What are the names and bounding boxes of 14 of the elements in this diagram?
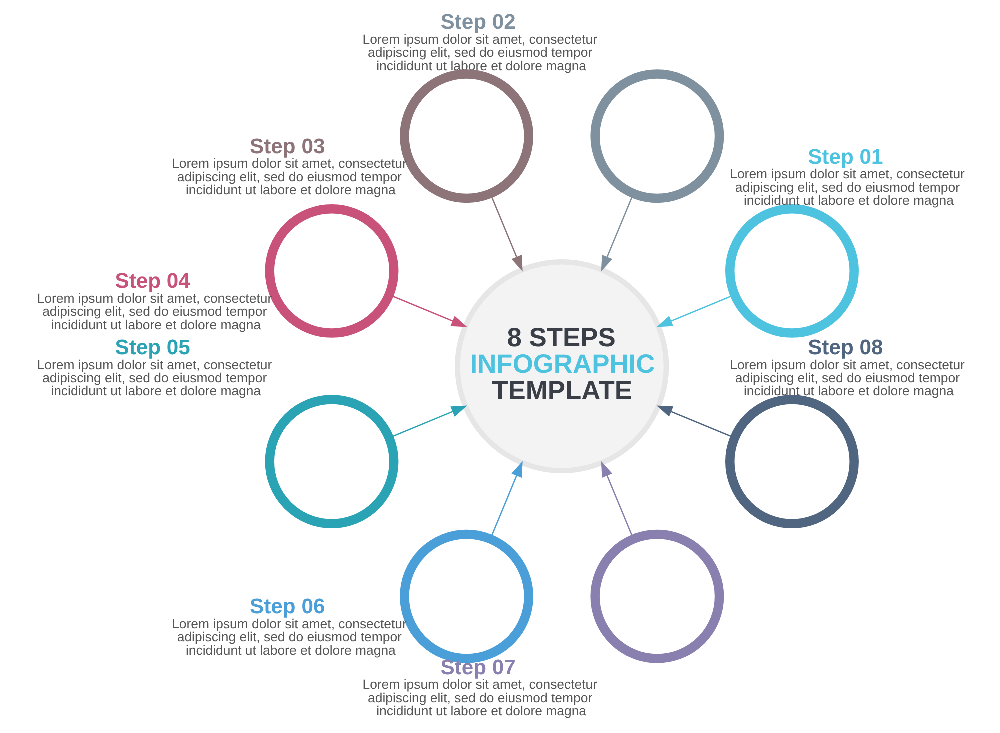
node-circle — [590, 70, 724, 204]
node-label: Step 01 — [808, 146, 884, 169]
node-circle — [726, 204, 859, 338]
node-circle — [726, 395, 859, 529]
node-label: Step 03 — [250, 135, 326, 158]
node-label: Step 08 — [808, 336, 884, 360]
node-label: Step 02 — [440, 11, 516, 34]
node-circle: 8 STEPS INFOGRAPHIC TEMPLATE — [455, 259, 670, 474]
node-label: Step 06 — [250, 596, 326, 619]
node-circle — [590, 530, 724, 664]
node-label: Step 07 — [440, 656, 516, 680]
node-circle — [265, 395, 399, 529]
node-label: Step 04 — [115, 270, 190, 294]
node-label: Step 05 — [115, 336, 190, 360]
